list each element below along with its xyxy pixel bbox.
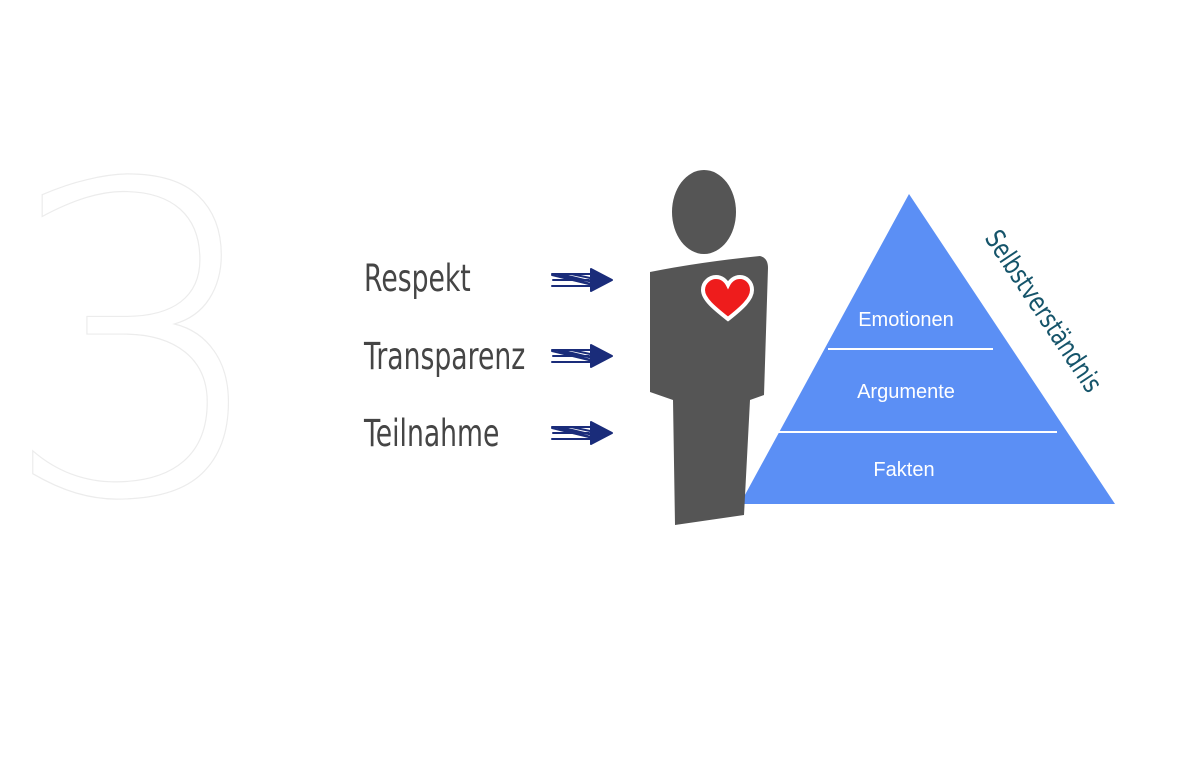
pyramid-level-argumente: Argumente <box>857 381 955 403</box>
arrow-icon <box>551 421 613 445</box>
value-label-respekt: Respekt <box>364 257 471 300</box>
step-number-text: 3 <box>0 95 260 565</box>
person-pyramid-diagram: Emotionen Argumente Fakten Selbstverstän… <box>650 170 1115 525</box>
value-label-teilnahme: Teilnahme <box>364 412 500 455</box>
pyramid-level-emotionen: Emotionen <box>858 309 954 331</box>
heart-icon <box>700 274 755 322</box>
arrow-icon <box>551 344 613 368</box>
step-number: 3 <box>0 95 260 565</box>
arrow-icon <box>551 268 613 292</box>
pyramid-level-fakten: Fakten <box>873 459 934 481</box>
person-icon <box>650 170 768 525</box>
value-label-transparenz: Transparenz <box>364 335 526 378</box>
